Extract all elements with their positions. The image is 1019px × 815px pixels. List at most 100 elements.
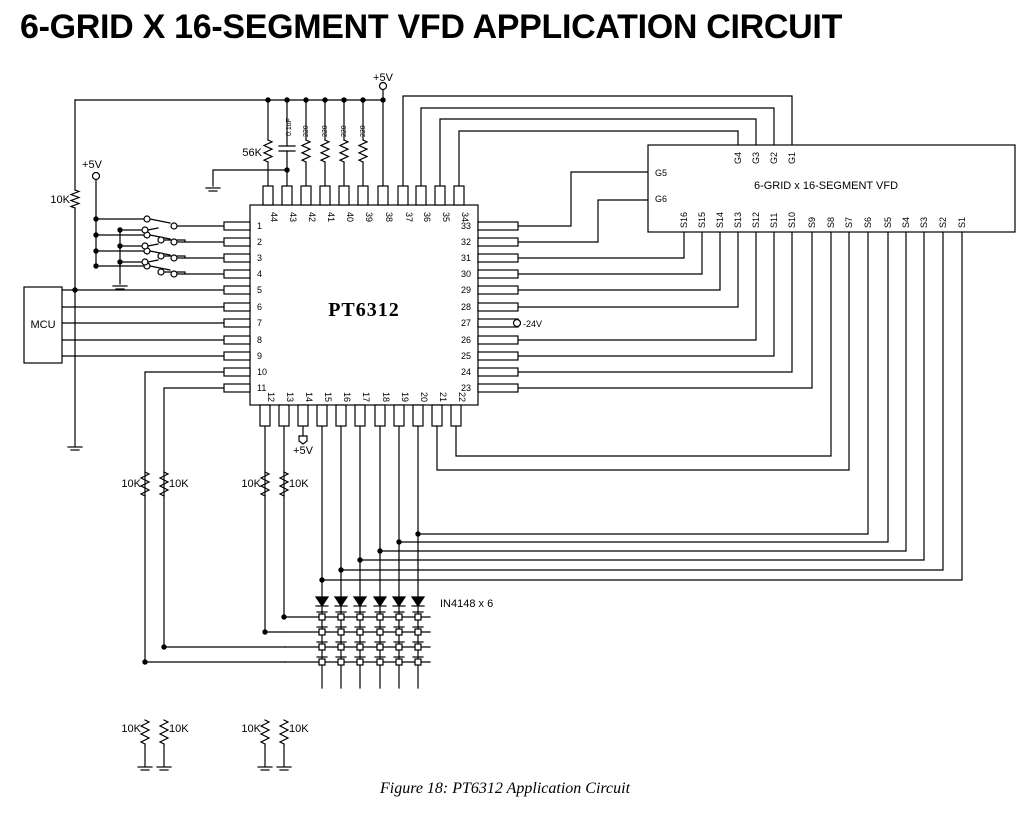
chip-pin-left bbox=[223, 237, 251, 247]
resistor-label: 220 bbox=[322, 125, 329, 137]
page-title: 6-GRID X 16-SEGMENT VFD APPLICATION CIRC… bbox=[20, 8, 843, 46]
key-switch bbox=[414, 628, 422, 636]
key-switch bbox=[356, 628, 364, 636]
key-switch bbox=[414, 658, 422, 666]
key-switch bbox=[356, 658, 364, 666]
pin-number: 42 bbox=[307, 212, 317, 222]
key-switch bbox=[414, 643, 422, 651]
diode bbox=[391, 596, 407, 608]
switch-lever bbox=[147, 259, 159, 263]
resistor-56k bbox=[262, 139, 274, 163]
chip-pin-right bbox=[477, 221, 519, 231]
key-switch bbox=[414, 613, 422, 621]
pin-number: 8 bbox=[257, 335, 262, 345]
resistor-10k bbox=[278, 719, 290, 745]
pin-number: 11 bbox=[257, 383, 266, 393]
chip-pin-right bbox=[477, 269, 519, 279]
pin-number: 1 bbox=[257, 221, 262, 231]
mcu-label: MCU bbox=[30, 319, 55, 331]
resistor-10k bbox=[139, 471, 151, 497]
junction-dot bbox=[380, 97, 386, 103]
pin-number: 21 bbox=[438, 392, 448, 402]
segment-wire bbox=[455, 231, 832, 457]
pin-number: 16 bbox=[342, 392, 352, 402]
junction-dot bbox=[142, 659, 148, 665]
segment-wire bbox=[517, 231, 721, 291]
pin-number: 4 bbox=[257, 269, 262, 279]
neg24-terminal bbox=[512, 318, 522, 328]
switch-wire bbox=[163, 255, 186, 259]
switch-contact bbox=[143, 215, 151, 223]
resistor-label: 10K bbox=[169, 478, 189, 490]
segment-label: S2 bbox=[938, 217, 948, 228]
pin-number: 38 bbox=[384, 212, 394, 222]
segment-wire bbox=[517, 231, 793, 373]
diode bbox=[410, 596, 426, 608]
switch-lever bbox=[149, 265, 171, 271]
segment-label: S16 bbox=[679, 212, 689, 228]
grid-label: G6 bbox=[655, 194, 667, 204]
pin-number: 7 bbox=[257, 318, 262, 328]
junction-dot bbox=[281, 614, 287, 620]
segment-label: S12 bbox=[751, 212, 761, 228]
key-switch bbox=[376, 628, 384, 636]
chip-pin-left bbox=[223, 253, 251, 263]
pin-number: 13 bbox=[285, 392, 295, 402]
switch-contact bbox=[141, 258, 149, 266]
resistor-10k bbox=[278, 471, 290, 497]
key-switch bbox=[318, 643, 326, 651]
chip-pin-top bbox=[262, 185, 274, 206]
resistor-220 bbox=[319, 139, 331, 163]
chip-pin-top bbox=[377, 185, 389, 206]
chip-pin-right bbox=[477, 253, 519, 263]
grid-wire bbox=[420, 107, 775, 187]
mcu-box bbox=[23, 286, 63, 364]
grid-label: G2 bbox=[769, 152, 779, 164]
pin-number: 19 bbox=[400, 392, 410, 402]
diode bbox=[372, 596, 388, 608]
pin-number: 27 bbox=[461, 318, 471, 328]
pin-number: 23 bbox=[461, 383, 471, 393]
junction-dot bbox=[117, 227, 123, 233]
vcc-label: +5V bbox=[293, 445, 314, 457]
pin-number: 24 bbox=[461, 367, 471, 377]
chip-pin-top bbox=[357, 185, 369, 206]
key-switch bbox=[395, 658, 403, 666]
segment-wire bbox=[517, 231, 685, 259]
vcc-label: +5V bbox=[373, 72, 394, 84]
junction-dot bbox=[72, 287, 78, 293]
resistor-10k bbox=[158, 471, 170, 497]
junction-dot bbox=[377, 548, 383, 554]
grid-wire bbox=[517, 171, 649, 227]
junction-dot bbox=[319, 577, 325, 583]
resistor-10k bbox=[158, 719, 170, 745]
resistor-label: 10K bbox=[241, 723, 261, 735]
labels: PT63121234567891011333231302928272625242… bbox=[30, 72, 967, 735]
segment-label: S5 bbox=[883, 217, 893, 228]
pin-number: 12 bbox=[266, 392, 276, 402]
chip-pin-right bbox=[477, 351, 519, 361]
key-switch bbox=[337, 628, 345, 636]
junction-dots bbox=[72, 97, 421, 665]
junction-dot bbox=[284, 167, 290, 173]
pin-number: 39 bbox=[364, 212, 374, 222]
pin-number: 31 bbox=[461, 253, 471, 263]
components bbox=[23, 81, 1016, 771]
switch-contact bbox=[170, 238, 178, 246]
key-switch bbox=[318, 658, 326, 666]
segment-wire bbox=[517, 231, 757, 341]
resistor-10k bbox=[259, 471, 271, 497]
switch-contact bbox=[141, 226, 149, 234]
junction-dot bbox=[303, 97, 309, 103]
key-source-wire bbox=[144, 371, 225, 663]
pin-number: 32 bbox=[461, 237, 471, 247]
grid-label: G5 bbox=[655, 168, 667, 178]
chip-pin-bottom bbox=[450, 404, 462, 427]
segment-label: S6 bbox=[863, 217, 873, 228]
pin-number: 44 bbox=[269, 212, 279, 222]
pin-number: 3 bbox=[257, 253, 262, 263]
junction-dot bbox=[360, 97, 366, 103]
pin-number: 36 bbox=[422, 212, 432, 222]
switch-lever bbox=[147, 227, 159, 231]
resistor-220 bbox=[357, 139, 369, 163]
